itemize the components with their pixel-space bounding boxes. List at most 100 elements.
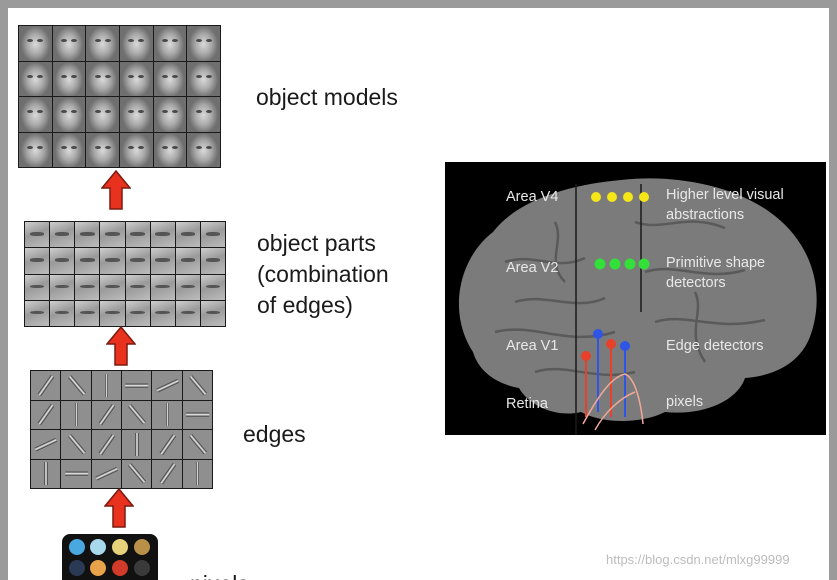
parts-tile	[150, 222, 175, 248]
parts-tile	[125, 300, 150, 326]
area-v4-description: Higher level visual abstractions	[666, 185, 784, 225]
parts-tile	[100, 300, 125, 326]
faces-tile	[52, 97, 86, 132]
edges-tile	[152, 430, 182, 459]
edges-tile	[91, 400, 121, 429]
slide: object models object parts (combination …	[8, 8, 829, 580]
parts-tile	[150, 248, 175, 274]
faces-tile	[120, 26, 153, 61]
edges-tile	[152, 400, 182, 429]
pixels-label: pixels	[190, 569, 249, 580]
faces-tile	[19, 61, 52, 96]
edges-tile	[122, 371, 152, 400]
edges-tile	[182, 400, 212, 429]
object-parts-label-line-1: object parts	[257, 230, 376, 256]
edges-label: edges	[243, 421, 306, 447]
edges-tile	[122, 400, 152, 429]
area-v2-label: Area V2	[506, 260, 559, 276]
area-v1-markers	[581, 329, 630, 417]
area-v4-label: Area V4	[506, 189, 559, 205]
up-arrow-icon	[101, 170, 131, 210]
faces-tile	[120, 97, 153, 132]
area-v2-markers	[594, 258, 650, 270]
parts-tile	[175, 248, 200, 274]
edges-image	[30, 370, 213, 489]
brain-shape	[458, 178, 817, 421]
parts-tile	[25, 222, 50, 248]
retina-label: Retina	[506, 396, 548, 412]
up-arrow-icon	[106, 326, 136, 366]
faces-tile	[86, 132, 119, 167]
faces-tile	[19, 26, 52, 61]
faces-tile	[86, 97, 119, 132]
parts-tile	[50, 222, 75, 248]
faces-tile	[19, 132, 52, 167]
faces-tile	[187, 26, 220, 61]
faces-tile	[86, 61, 119, 96]
parts-tile	[125, 248, 150, 274]
edges-tile	[31, 400, 61, 429]
area-v4-markers	[591, 192, 649, 202]
area-v4-description-line: Higher level visual	[666, 187, 784, 203]
edges-tile	[182, 430, 212, 459]
object-parts-label-line-3: of edges)	[257, 292, 353, 318]
object-models-label: object models	[256, 84, 398, 110]
faces-tile	[52, 26, 86, 61]
brain-visual-cortex-image: Area V4 Higher level visual abstractions…	[445, 162, 826, 435]
parts-tile	[200, 274, 225, 300]
faces-tile	[153, 61, 187, 96]
area-v4-description-line: abstractions	[666, 207, 745, 223]
edges-tile	[122, 459, 152, 488]
edges-tile	[91, 371, 121, 400]
brain-illustration	[458, 178, 817, 435]
object-models-image	[18, 25, 221, 168]
edges-tile	[91, 430, 121, 459]
retina-description: pixels	[666, 394, 704, 410]
parts-tile	[200, 300, 225, 326]
faces-tile	[153, 97, 187, 132]
parts-tile	[175, 222, 200, 248]
faces-tile	[52, 132, 86, 167]
faces-tile	[19, 97, 52, 132]
edges-tile	[152, 459, 182, 488]
pixels-image	[62, 534, 158, 580]
parts-tile	[75, 274, 100, 300]
faces-tile	[120, 61, 153, 96]
parts-tile	[125, 274, 150, 300]
edges-tile	[31, 459, 61, 488]
parts-tile	[25, 248, 50, 274]
parts-tile	[150, 274, 175, 300]
edges-tile	[61, 430, 91, 459]
parts-tile	[25, 300, 50, 326]
edges-tile	[122, 430, 152, 459]
area-v1-description: Edge detectors	[666, 338, 764, 354]
parts-tile	[100, 222, 125, 248]
parts-tile	[100, 274, 125, 300]
area-v2-description-line: Primitive shape	[666, 255, 766, 271]
up-arrow-icon	[104, 488, 134, 528]
parts-tile	[50, 274, 75, 300]
area-v2-description-line: detectors	[666, 275, 726, 291]
edges-tile	[61, 400, 91, 429]
parts-tile	[75, 248, 100, 274]
parts-tile	[150, 300, 175, 326]
parts-tile	[200, 222, 225, 248]
edges-tile	[61, 371, 91, 400]
edges-tile	[31, 371, 61, 400]
object-parts-label-line-2: (combination	[257, 261, 389, 287]
area-v2-description: Primitive shape detectors	[666, 253, 765, 293]
faces-tile	[86, 26, 119, 61]
watermark: https://blog.csdn.net/mlxg99999	[606, 552, 790, 567]
edges-tile	[182, 371, 212, 400]
faces-tile	[120, 132, 153, 167]
object-parts-image	[24, 221, 226, 327]
edges-tile	[182, 459, 212, 488]
faces-tile	[187, 132, 220, 167]
faces-tile	[187, 97, 220, 132]
parts-tile	[25, 274, 50, 300]
edges-tile	[61, 459, 91, 488]
parts-tile	[100, 248, 125, 274]
parts-tile	[125, 222, 150, 248]
parts-tile	[175, 300, 200, 326]
parts-tile	[50, 248, 75, 274]
